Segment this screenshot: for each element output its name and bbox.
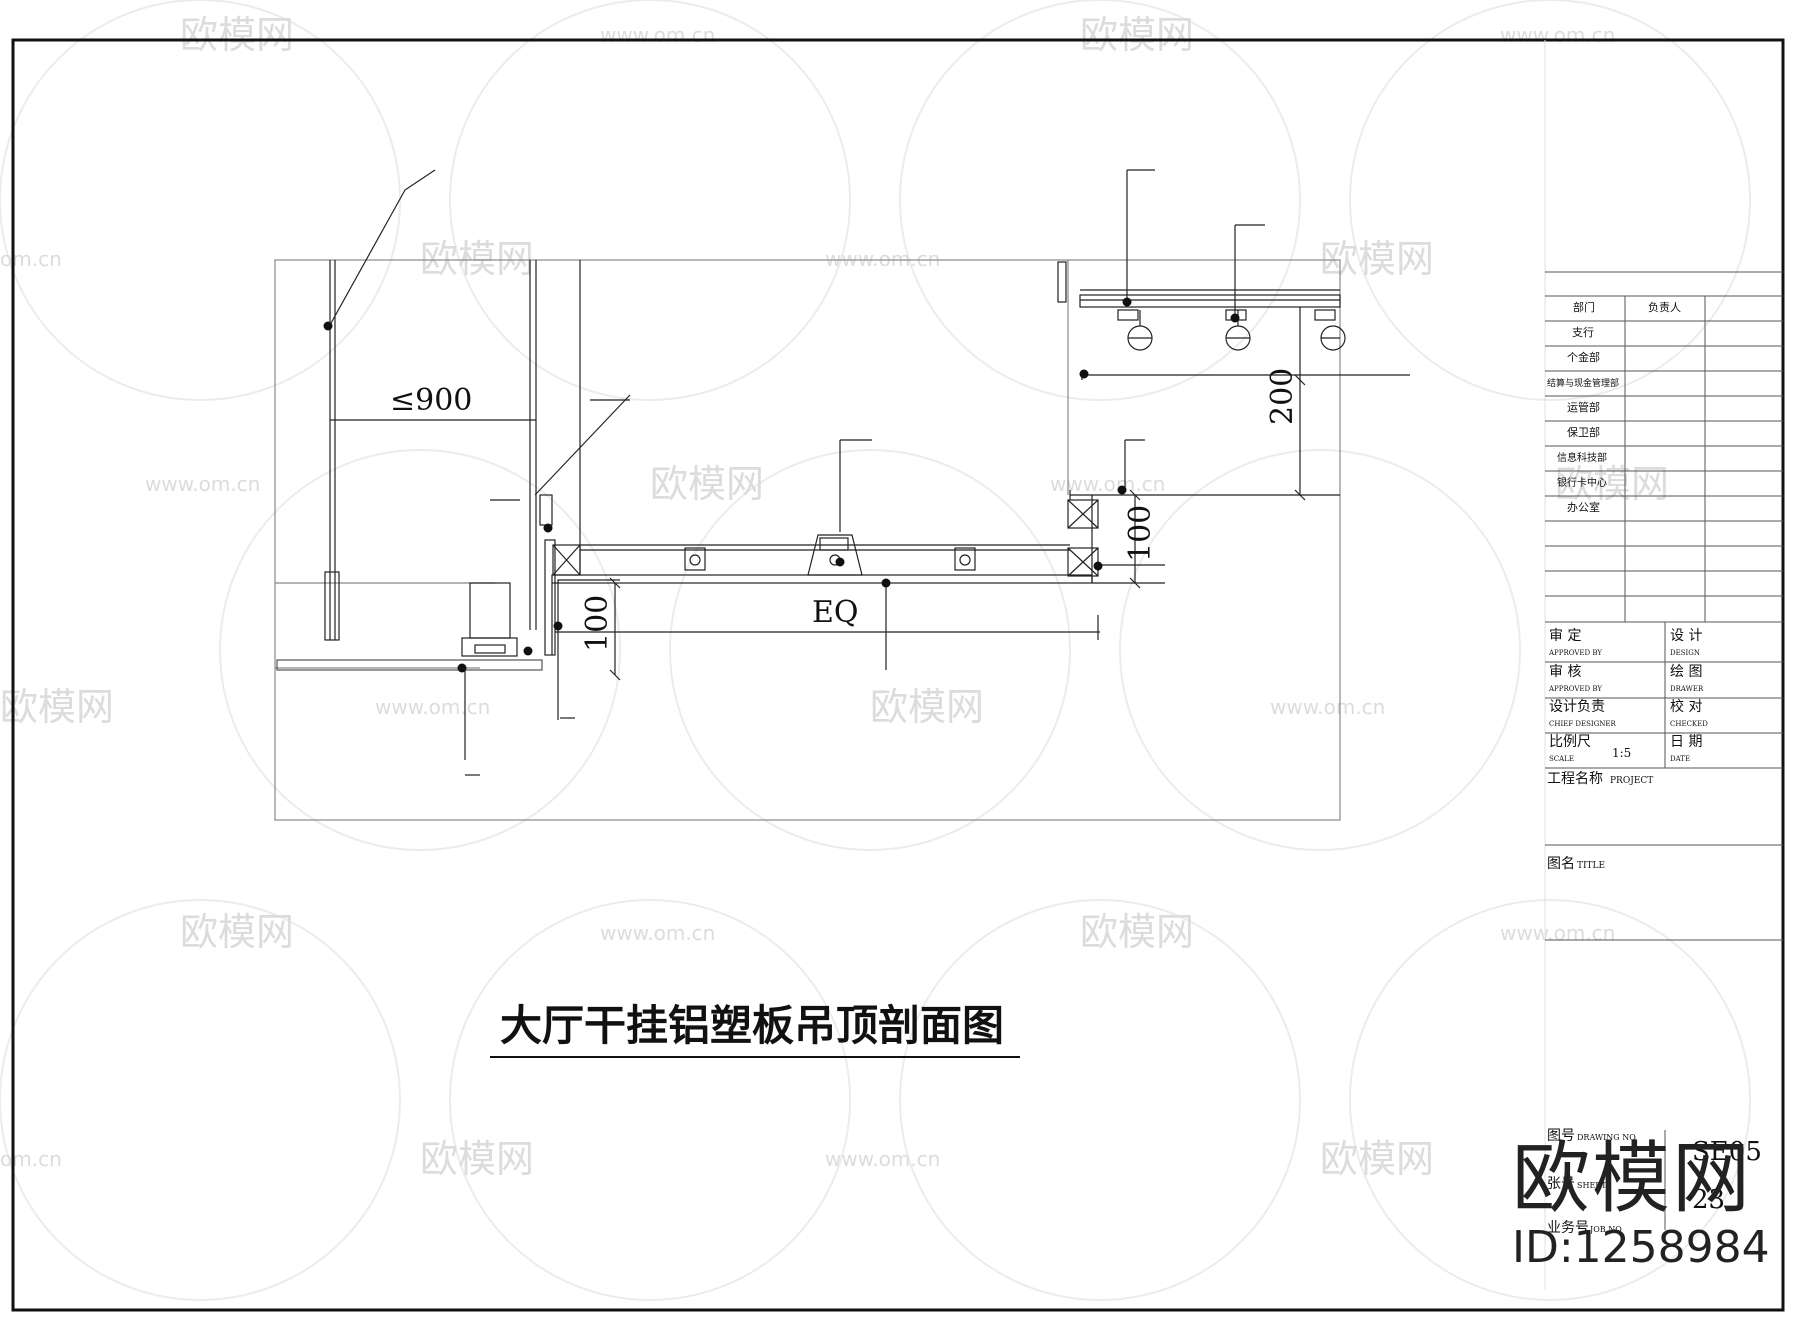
tb-sheet-en: SHEET [1577,1181,1607,1190]
watermark-site: www.om.cn [1050,472,1165,496]
tb-drawn-en: DRAWER [1670,685,1704,693]
brand-logo: 欧模网 [1512,1134,1753,1224]
tb-dept-header: 部门 [1573,300,1595,314]
tb-date-en: DATE [1670,755,1690,763]
title-block [1545,271,1783,1230]
watermark-site: www.om.cn [1500,23,1615,47]
tb-title-en: TITLE [1577,861,1605,871]
watermark-brand: 欧模网 [420,1137,534,1181]
tb-design-cn: 设 计 [1670,628,1702,644]
tb-scale-cn: 比例尺 [1549,734,1591,750]
watermark-arcs [0,0,1751,1301]
watermark-brand: 欧模网 [1080,13,1194,57]
watermark-brand: 欧模网 [1555,462,1669,506]
dim-200-label: 200 [1265,368,1300,425]
watermark-brand: 欧模网 [1320,237,1434,281]
watermark-site: www.om.cn [825,1147,940,1171]
watermark-brand: 欧模网 [650,462,764,506]
section-drawing [274,169,1410,821]
watermark-brand: 欧模网 [870,685,984,729]
watermark-site: www.om.cn [600,921,715,945]
tb-chief-en: CHIEF DESIGNER [1549,720,1617,728]
watermark-site: www.om.cn [600,23,715,47]
tb-date-cn: 日 期 [1670,734,1702,750]
tb-drawing-no-en: DRAWING NO [1577,1133,1636,1142]
watermark-site: www.om.cn [145,472,260,496]
tb-drawn-cn: 绘 图 [1670,664,1702,680]
tb-checked-by-cn: 审 核 [1549,664,1581,680]
drawing-title: 大厅干挂铝塑板吊顶剖面图 [500,1001,1004,1050]
tb-checked-by-en: APPROVED BY [1548,685,1602,693]
watermark-brand: 欧模网 [1080,910,1194,954]
tb-drawing-no-value: SE05 [1692,1137,1762,1167]
watermark-site: om.cn [0,1147,62,1171]
dim-eq-label: EQ [812,595,859,630]
tb-dept-item: 个金部 [1567,350,1600,364]
tb-approved-en: APPROVED BY [1548,649,1602,657]
tb-dept-item: 办公室 [1567,500,1600,514]
watermark-brand: 欧模网 [1320,1137,1434,1181]
watermark-site: www.om.cn [375,695,490,719]
watermark-brand: 欧模网 [0,685,114,729]
tb-chief-cn: 设计负责 [1549,699,1605,715]
watermark-site: www.om.cn [1270,695,1385,719]
watermark-brand: 欧模网 [420,237,534,281]
tb-checked-en: CHECKED [1670,720,1708,728]
dim-spacing-label: ≤900 [390,383,472,418]
tb-scale-value: 1:5 [1612,746,1631,760]
tb-checked-cn: 校 对 [1670,698,1702,715]
sheet-border [11,38,1785,1312]
watermark-site: www.om.cn [825,247,940,271]
brand-watermark: 欧模网 ID:1258984 [1512,1140,1792,1270]
tb-dept-item: 结算与现金管理部 [1547,377,1619,389]
tb-job-no-cn: 业务号 [1547,1220,1589,1236]
tb-approved-cn: 审 定 [1549,628,1581,644]
tb-dept-item: 支行 [1572,326,1594,339]
watermark-texts: 欧模网 欧模网 www.om.cn www.om.cn 欧模网 欧模网 om.c… [0,13,1669,1181]
tb-design-en: DESIGN [1670,649,1700,657]
tb-dept-item: 银行卡中心 [1557,476,1607,489]
title-block-texts: 部门 负责人 支行 个金部 结算与现金管理部 运管部 保卫部 信息科技部 银行卡… [1547,300,1762,1236]
watermark-site: om.cn [0,247,62,271]
tb-dept-item: 信息科技部 [1557,451,1607,464]
tb-scale-en: SCALE [1549,755,1574,763]
leader-dots [323,297,1240,673]
watermark-brand: 欧模网 [180,13,294,57]
tb-sheet-cn: 张号 [1547,1176,1575,1192]
tb-title-cn: 图名 [1547,856,1575,872]
tb-sheet-value: 23 [1692,1185,1725,1215]
watermark-brand: 欧模网 [180,910,294,954]
brand-id: ID:1258984 [1512,1222,1770,1273]
tb-drawing-no-cn: 图号 [1547,1128,1575,1144]
tb-person-header: 负责人 [1648,300,1681,314]
dim-100-right-label: 100 [1123,505,1158,562]
tb-project-cn: 工程名称 [1547,771,1603,787]
dim-100-left-label: 100 [580,595,615,652]
watermark-site: www.om.cn [1500,921,1615,945]
tb-job-no-en: JOB NO [1589,1225,1622,1234]
tb-dept-item: 保卫部 [1567,425,1600,439]
tb-dept-item: 运管部 [1567,400,1600,414]
tb-project-en: PROJECT [1610,776,1653,786]
